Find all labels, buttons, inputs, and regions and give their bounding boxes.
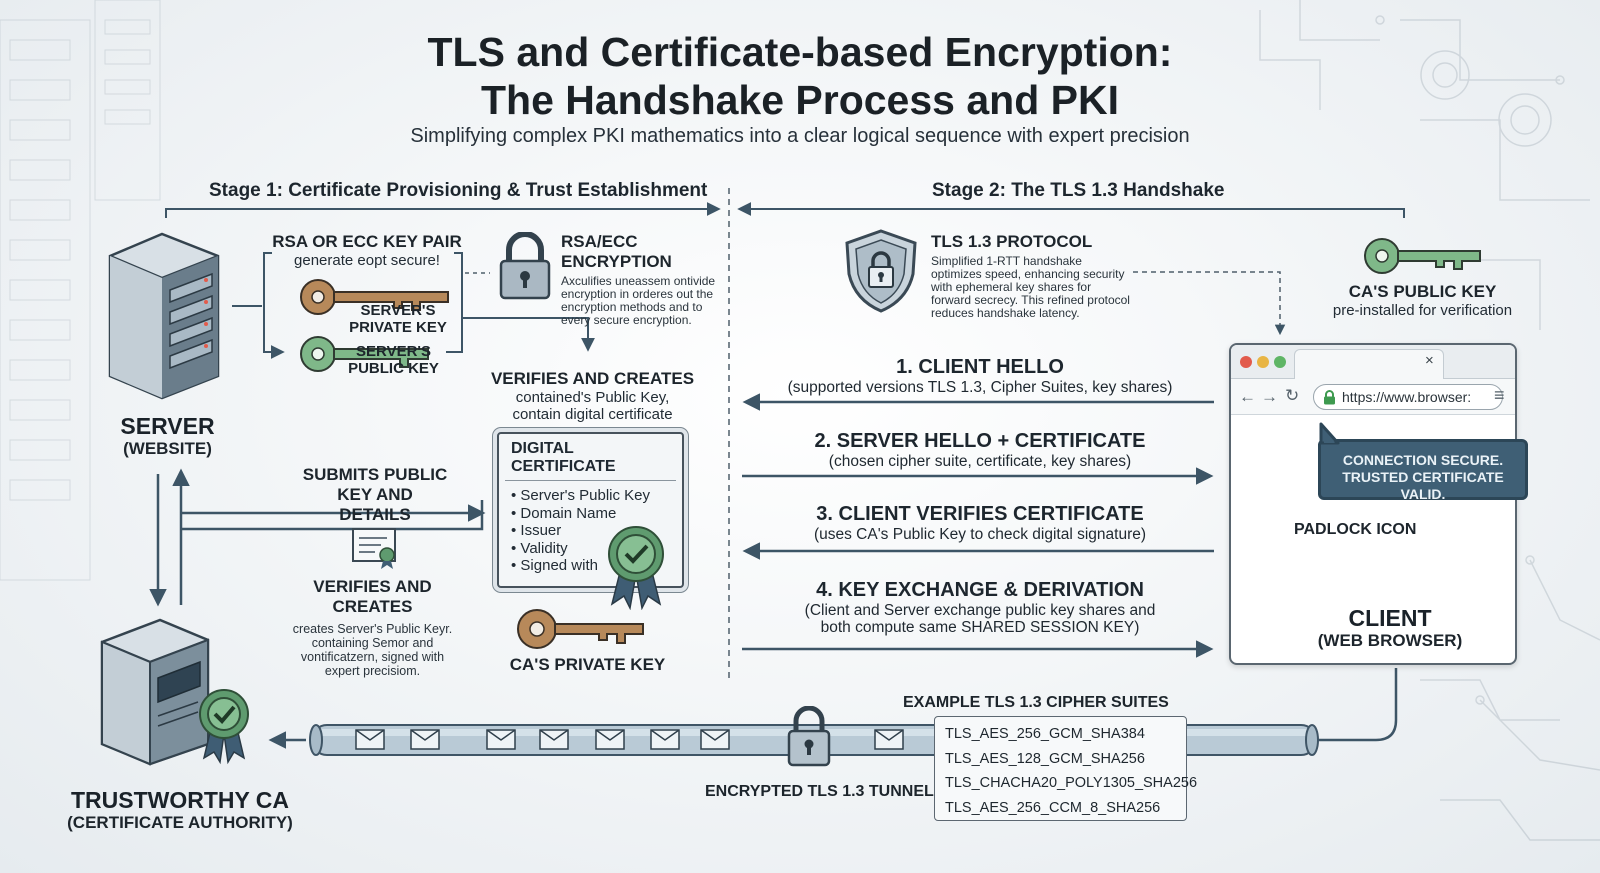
private-key-label: SERVER'S PRIVATE KEY <box>349 302 447 336</box>
close-dot-icon[interactable] <box>1240 356 1252 368</box>
menu-icon[interactable]: ≡ <box>1494 385 1505 405</box>
browser-navbar: ← → ↻ https://www.browser: ≡ <box>1231 379 1515 415</box>
verifies-creates-top: VERIFIES AND CREATES contained's Public … <box>490 369 695 423</box>
page-subtitle: Simplifying complex PKI mathematics into… <box>410 125 1190 147</box>
minimize-dot-icon[interactable] <box>1257 356 1269 368</box>
tunnel-label: ENCRYPTED TLS 1.3 TUNNEL <box>705 783 934 800</box>
cipher-suite-item: TLS_AES_256_CCM_8_SHA256 <box>945 799 1161 816</box>
step-client-verifies: 3. CLIENT VERIFIES CERTIFICATE (uses CA'… <box>813 503 1147 543</box>
page-title: TLS and Certificate-based Encryption: Th… <box>427 29 1173 123</box>
back-arrow-icon[interactable]: ← <box>1239 387 1256 406</box>
browser-titlebar: × <box>1231 345 1515 379</box>
server-icon <box>108 232 220 400</box>
forward-arrow-icon[interactable]: → <box>1261 387 1278 406</box>
cert-item: • Server's Public Key <box>511 487 651 504</box>
ca-private-key-label: CA'S PRIVATE KEY <box>509 655 666 674</box>
stage2-heading: Stage 2: The TLS 1.3 Handshake <box>932 180 1225 201</box>
verifies-creates-bottom: VERIFIES AND CREATES creates Server's Pu… <box>292 577 453 678</box>
reload-icon[interactable]: ↻ <box>1285 386 1300 405</box>
private-key-icon <box>300 279 449 315</box>
cipher-suite-item: TLS_AES_128_GCM_SHA256 <box>945 750 1145 767</box>
tls13-protocol-block: TLS 1.3 PROTOCOL Simplified 1-RTT handsh… <box>931 232 1130 320</box>
ca-server-icon <box>100 618 249 766</box>
stage1-heading: Stage 1: Certificate Provisioning & Trus… <box>209 180 708 201</box>
background-circuit <box>1259 0 1600 841</box>
step-server-hello: 2. SERVER HELLO + CERTIFICATE (chosen ci… <box>814 430 1146 470</box>
ca-label: TRUSTWORTHY CA (CERTIFICATE AUTHORITY) <box>67 787 293 832</box>
cert-item: • Issuer <box>511 522 562 539</box>
padlock-icon-label: PADLOCK ICON <box>1294 521 1417 538</box>
step-client-hello: 1. CLIENT HELLO (supported versions TLS … <box>787 356 1173 396</box>
server-label: SERVER (WEBSITE) <box>120 413 215 458</box>
browser-tab[interactable] <box>1294 349 1444 379</box>
shield-icon <box>845 229 917 313</box>
document-certificate-icon <box>352 528 396 569</box>
ca-public-key-block: CA'S PUBLIC KEY pre-installed for verifi… <box>1332 282 1513 319</box>
tooltip-pointer <box>1319 422 1340 445</box>
padlock-icon <box>499 232 551 300</box>
submits-label: SUBMITS PUBLIC KEY AND DETAILS <box>302 465 448 524</box>
public-key-label: SERVER'S PUBLIC KEY <box>348 343 439 377</box>
tab-close-icon[interactable]: × <box>1425 352 1434 369</box>
cipher-suites-heading: EXAMPLE TLS 1.3 CIPHER SUITES <box>903 694 1169 711</box>
url-padlock-icon <box>1324 390 1335 405</box>
tunnel-envelopes <box>355 729 904 750</box>
stage-brackets <box>165 202 1405 218</box>
cipher-suite-item: TLS_CHACHA20_POLY1305_SHA256 <box>945 775 1198 791</box>
public-key-icon <box>300 336 429 372</box>
cipher-suite-item: TLS_AES_256_GCM_SHA384 <box>945 726 1145 742</box>
cert-item: • Domain Name <box>511 504 617 522</box>
cert-item: • Validity <box>511 539 568 557</box>
certificate-seal-icon <box>608 526 664 610</box>
url-bar[interactable]: https://www.browser: <box>1313 384 1503 410</box>
keypair-heading: RSA OR ECC KEY PAIR generate eopt secure… <box>272 232 462 269</box>
cert-item: • Signed with <box>511 557 598 574</box>
browser-window: × ← → ↻ https://www.browser: ≡ <box>1229 343 1517 665</box>
step-key-exchange: 4. KEY EXCHANGE & DERIVATION (Client and… <box>804 579 1156 636</box>
connection-secure-tooltip: CONNECTION SECURE. TRUSTED CERTIFICATE V… <box>1318 439 1528 502</box>
client-label: CLIENT (WEB BROWSER) <box>1317 605 1463 650</box>
maximize-dot-icon[interactable] <box>1274 356 1286 368</box>
handshake-arrows <box>742 393 1214 658</box>
ca-public-key-icon <box>1364 238 1481 274</box>
cipher-suites-box: TLS_AES_256_GCM_SHA384 TLS_AES_128_GCM_S… <box>934 716 1198 821</box>
ca-private-key-icon <box>517 609 644 649</box>
background-racks <box>0 0 161 581</box>
rsa-ecc-block: RSA/ECC ENCRYPTION Axculifies uneassem o… <box>561 232 716 327</box>
tunnel-padlock-icon <box>787 706 831 767</box>
